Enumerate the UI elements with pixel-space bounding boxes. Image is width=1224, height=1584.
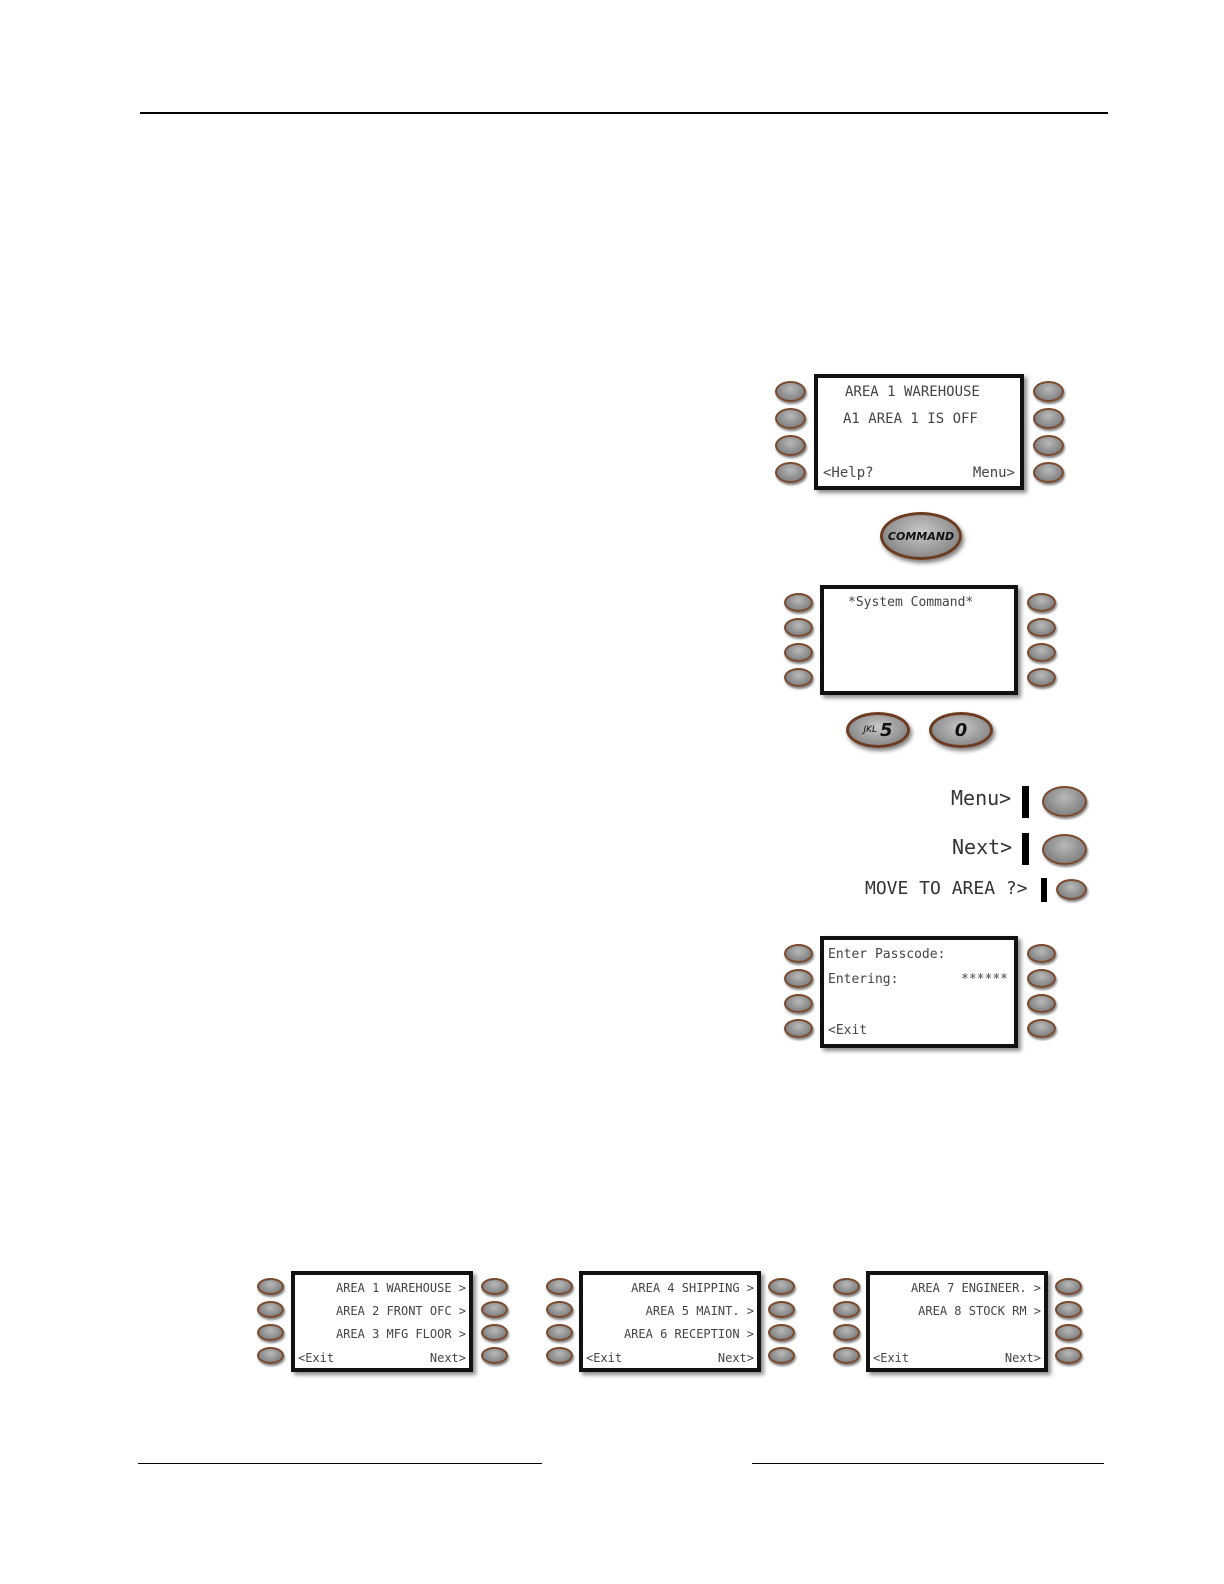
- soft-key-left-1[interactable]: [784, 593, 813, 612]
- soft-key-right-4[interactable]: [481, 1347, 508, 1364]
- soft-key-right-4[interactable]: [1055, 1347, 1082, 1364]
- digit-key-5-digit: 5: [880, 720, 893, 741]
- header-rule: [140, 112, 1108, 114]
- lcd-line-1: Enter Passcode:: [828, 947, 945, 962]
- soft-key-left-2[interactable]: [784, 969, 813, 988]
- soft-key-right-3[interactable]: [1027, 643, 1056, 662]
- soft-key-left-4[interactable]: [257, 1347, 284, 1364]
- menu-soft-label: Menu>: [973, 465, 1015, 481]
- footer-rule-left: [138, 1463, 542, 1464]
- soft-key-right-2[interactable]: [1055, 1301, 1082, 1318]
- next-soft-label: Next>: [718, 1351, 754, 1365]
- next-soft-key[interactable]: [1042, 834, 1087, 865]
- next-marker-bar: [1022, 833, 1029, 865]
- soft-key-right-2[interactable]: [481, 1301, 508, 1318]
- soft-key-left-4[interactable]: [546, 1347, 573, 1364]
- soft-key-left-2[interactable]: [833, 1301, 860, 1318]
- passcode-lcd: Enter Passcode: Entering: ****** <Exit: [820, 936, 1018, 1048]
- area-row-2: AREA 2 FRONT OFC >: [336, 1304, 466, 1318]
- soft-key-left-1[interactable]: [257, 1278, 284, 1295]
- soft-key-right-2[interactable]: [1027, 969, 1056, 988]
- area-lcd-3: AREA 7 ENGINEER. > AREA 8 STOCK RM > <Ex…: [866, 1271, 1048, 1372]
- soft-key-right-1[interactable]: [1027, 593, 1056, 612]
- soft-key-right-4[interactable]: [1033, 462, 1064, 483]
- area-row-1: AREA 4 SHIPPING >: [631, 1281, 754, 1295]
- entering-label: Entering:: [828, 972, 898, 987]
- area-row-3: AREA 3 MFG FLOOR >: [336, 1327, 466, 1341]
- soft-key-left-2[interactable]: [546, 1301, 573, 1318]
- exit-soft-label: <Exit: [586, 1351, 622, 1365]
- soft-key-right-2[interactable]: [1027, 618, 1056, 637]
- area-row-2: AREA 8 STOCK RM >: [918, 1304, 1041, 1318]
- soft-key-right-1[interactable]: [1027, 944, 1056, 963]
- soft-key-left-3[interactable]: [775, 435, 806, 456]
- exit-soft-label: <Exit: [298, 1351, 334, 1365]
- digit-key-5[interactable]: JKL 5: [846, 712, 910, 748]
- area-row-3: AREA 6 RECEPTION >: [624, 1327, 754, 1341]
- area-lcd-2: AREA 4 SHIPPING > AREA 5 MAINT. > AREA 6…: [579, 1271, 761, 1372]
- digit-key-0[interactable]: 0: [929, 712, 993, 748]
- command-key-label: COMMAND: [888, 530, 954, 543]
- area-lcd-1: AREA 1 WAREHOUSE > AREA 2 FRONT OFC > AR…: [291, 1271, 473, 1372]
- soft-key-left-3[interactable]: [546, 1324, 573, 1341]
- menu-soft-key[interactable]: [1042, 786, 1087, 817]
- digit-key-0-digit: 0: [955, 720, 968, 741]
- passcode-mask: ******: [961, 972, 1008, 987]
- soft-key-left-4[interactable]: [833, 1347, 860, 1364]
- soft-key-left-3[interactable]: [257, 1324, 284, 1341]
- exit-soft-label: <Exit: [828, 1023, 867, 1038]
- soft-key-right-4[interactable]: [1027, 668, 1056, 687]
- menu-soft-label: Menu>: [951, 786, 1011, 810]
- soft-key-left-4[interactable]: [775, 462, 806, 483]
- soft-key-right-3[interactable]: [768, 1324, 795, 1341]
- exit-soft-label: <Exit: [873, 1351, 909, 1365]
- area-row-1: AREA 1 WAREHOUSE >: [336, 1281, 466, 1295]
- soft-key-right-1[interactable]: [1055, 1278, 1082, 1295]
- move-marker-bar: [1041, 878, 1047, 902]
- soft-key-left-2[interactable]: [257, 1301, 284, 1318]
- soft-key-right-2[interactable]: [1033, 408, 1064, 429]
- soft-key-right-1[interactable]: [1033, 381, 1064, 402]
- main-lcd: AREA 1 WAREHOUSE A1 AREA 1 IS OFF <Help?…: [814, 374, 1024, 490]
- soft-key-right-3[interactable]: [481, 1324, 508, 1341]
- command-key[interactable]: COMMAND: [880, 512, 962, 560]
- soft-key-left-4[interactable]: [784, 668, 813, 687]
- soft-key-right-3[interactable]: [1033, 435, 1064, 456]
- digit-key-5-letters: JKL: [863, 725, 877, 735]
- move-area-soft-label: MOVE TO AREA ?>: [865, 878, 1028, 899]
- soft-key-right-2[interactable]: [768, 1301, 795, 1318]
- soft-key-right-4[interactable]: [768, 1347, 795, 1364]
- soft-key-right-1[interactable]: [481, 1278, 508, 1295]
- next-soft-label: Next>: [952, 835, 1012, 859]
- soft-key-left-3[interactable]: [784, 994, 813, 1013]
- soft-key-left-3[interactable]: [833, 1324, 860, 1341]
- footer-rule-right: [752, 1463, 1104, 1464]
- move-area-soft-key[interactable]: [1056, 879, 1087, 900]
- soft-key-left-1[interactable]: [784, 944, 813, 963]
- system-lcd: *System Command*: [820, 585, 1018, 695]
- soft-key-left-1[interactable]: [833, 1278, 860, 1295]
- soft-key-left-2[interactable]: [784, 618, 813, 637]
- soft-key-left-1[interactable]: [546, 1278, 573, 1295]
- soft-key-right-1[interactable]: [768, 1278, 795, 1295]
- lcd-line-2: A1 AREA 1 IS OFF: [843, 411, 978, 427]
- area-row-1: AREA 7 ENGINEER. >: [911, 1281, 1041, 1295]
- soft-key-left-4[interactable]: [784, 1019, 813, 1038]
- next-soft-label: Next>: [430, 1351, 466, 1365]
- soft-key-left-2[interactable]: [775, 408, 806, 429]
- next-soft-label: Next>: [1005, 1351, 1041, 1365]
- soft-key-right-3[interactable]: [1055, 1324, 1082, 1341]
- soft-key-right-4[interactable]: [1027, 1019, 1056, 1038]
- lcd-line-1: *System Command*: [848, 595, 973, 610]
- soft-key-right-3[interactable]: [1027, 994, 1056, 1013]
- lcd-line-1: AREA 1 WAREHOUSE: [845, 384, 980, 400]
- area-row-2: AREA 5 MAINT. >: [646, 1304, 754, 1318]
- soft-key-left-1[interactable]: [775, 381, 806, 402]
- soft-key-left-3[interactable]: [784, 643, 813, 662]
- help-soft-label: <Help?: [823, 465, 874, 481]
- menu-marker-bar: [1022, 786, 1029, 818]
